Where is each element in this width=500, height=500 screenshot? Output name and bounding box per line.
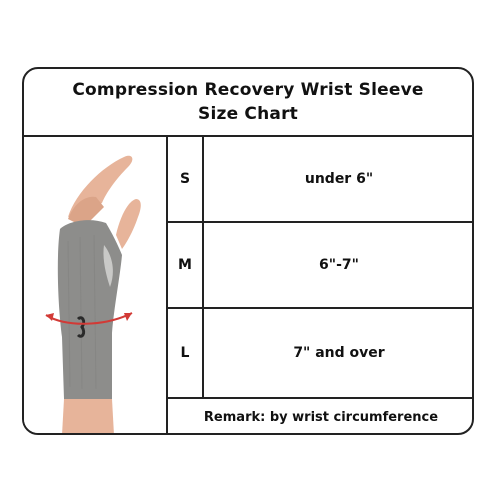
arrow-head-left [46,313,54,321]
logo-mark [76,316,86,338]
title-line-1: Compression Recovery Wrist Sleeve [72,80,424,100]
size-row: M 6"-7" [168,223,472,309]
arrow-head-right [124,313,132,321]
remark-text: Remark: by wrist circumference [203,409,439,425]
product-photo [24,137,168,433]
size-range: 7" and over [293,345,385,361]
sleeve [57,220,123,399]
size-label: S [168,137,204,221]
size-row: S under 6" [168,137,472,223]
wrist-sleeve-illustration [45,155,141,433]
size-range: 6"-7" [319,257,359,273]
size-label: M [168,223,204,307]
size-label: L [168,309,204,397]
forearm [62,399,114,433]
title-line-2: Size Chart [198,104,298,124]
chart-title: Compression Recovery Wrist Sleeve Size C… [24,69,472,137]
size-chart: Compression Recovery Wrist Sleeve Size C… [22,67,474,435]
size-row: L 7" and over [168,309,472,399]
size-range: under 6" [304,171,374,187]
thumb [116,199,141,249]
